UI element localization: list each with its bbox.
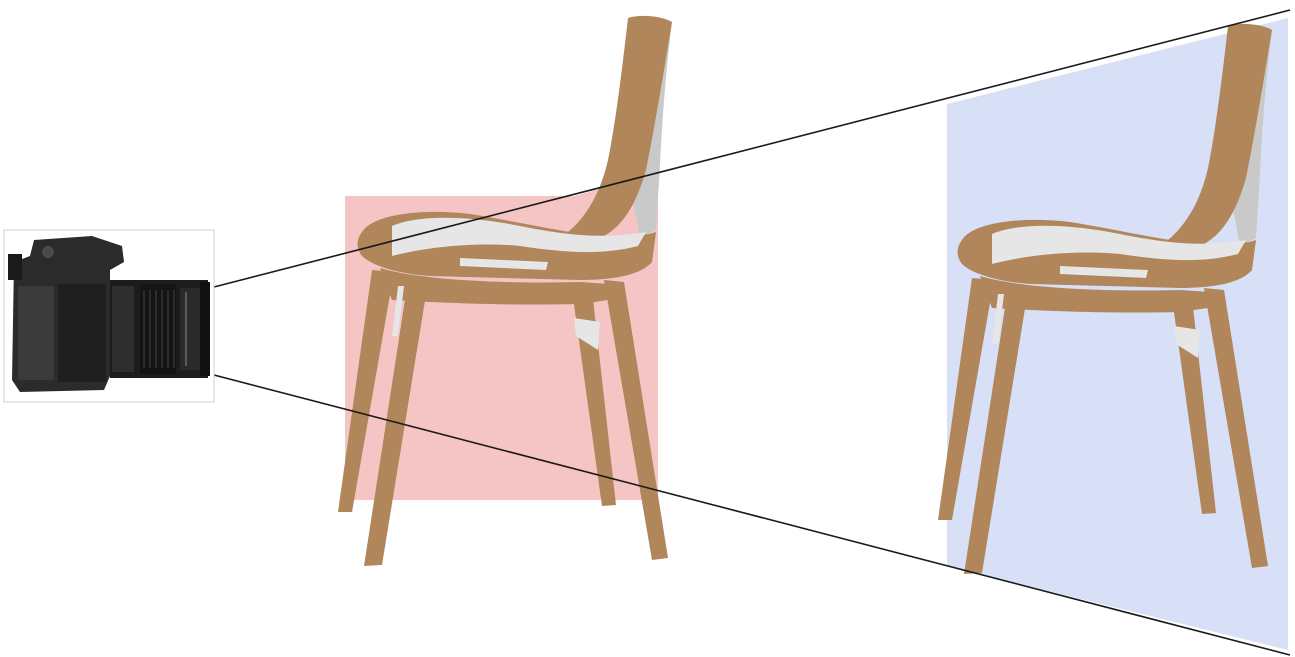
camera-icon xyxy=(4,230,214,402)
